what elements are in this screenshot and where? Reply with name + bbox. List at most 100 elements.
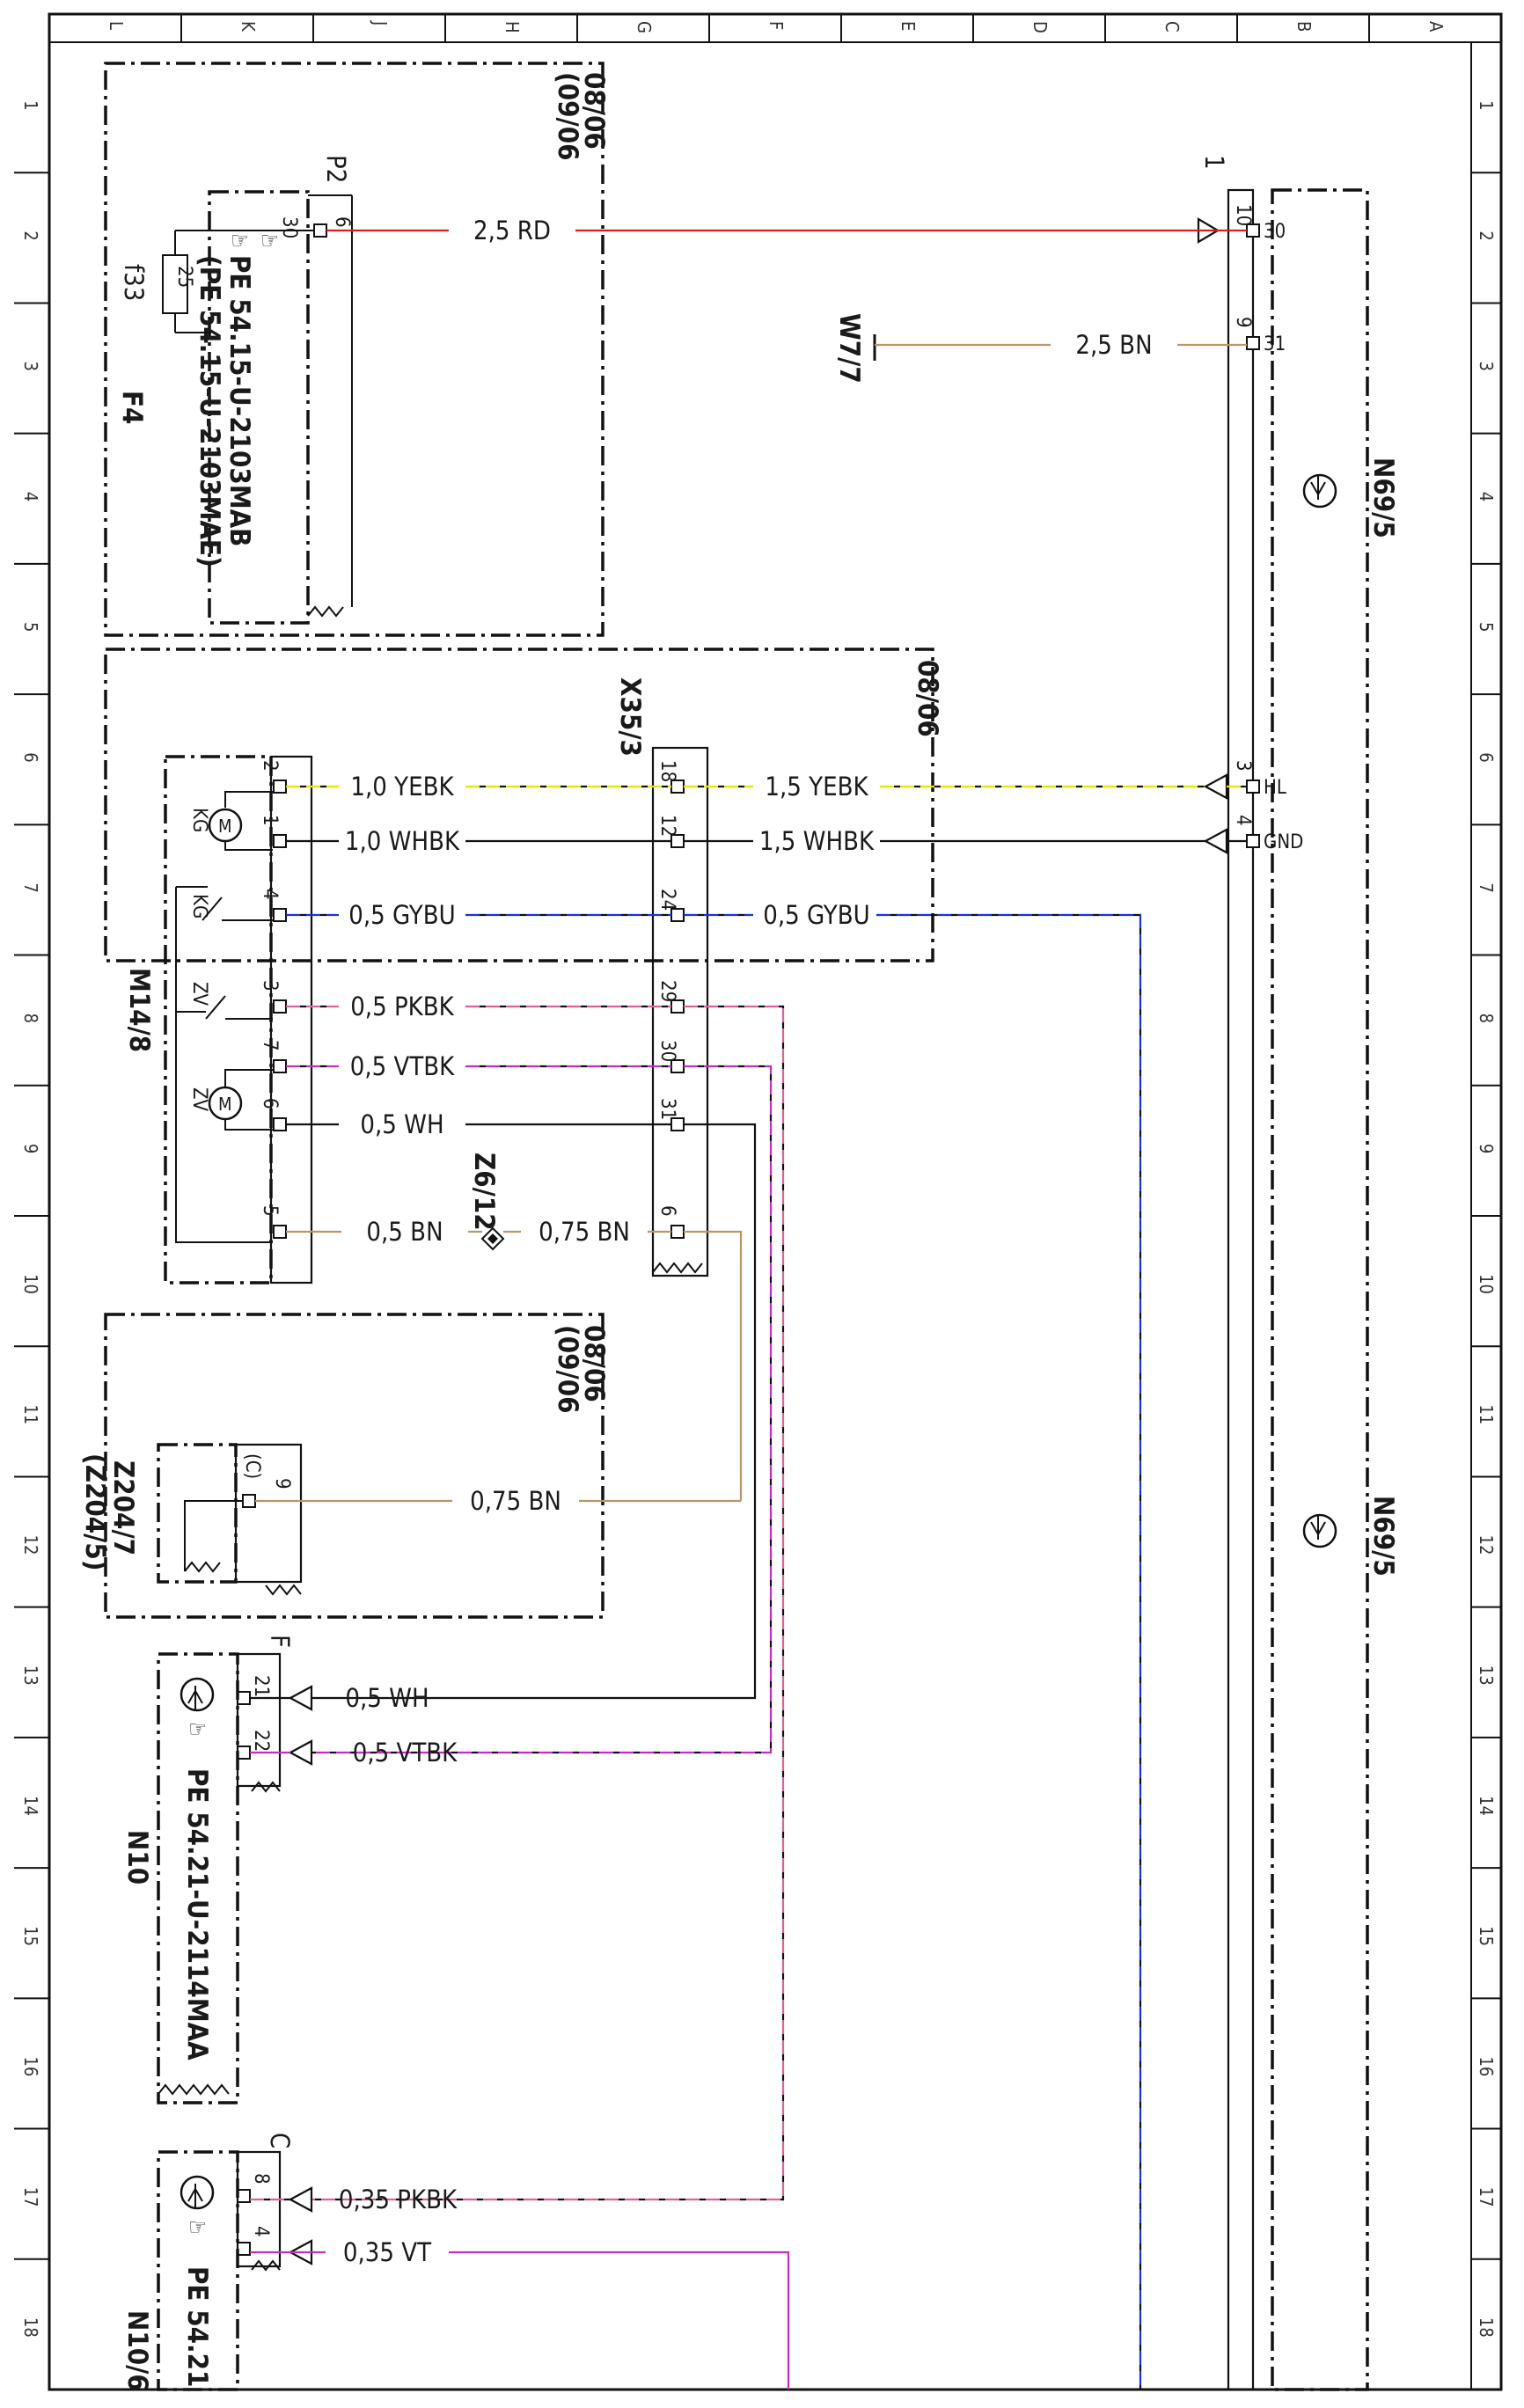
pin-number: 29	[656, 980, 678, 1002]
grid-row-label: 11	[20, 1404, 41, 1424]
grid-row-label: 9	[1476, 1144, 1497, 1153]
pin-name: HL	[1264, 777, 1286, 799]
motor-icon: M	[208, 1086, 243, 1121]
pin-number: 7	[259, 1040, 281, 1051]
grid-row-label: 1	[1476, 100, 1497, 110]
wire	[290, 1123, 757, 1700]
grid-row-label: 17	[20, 2187, 41, 2207]
wire	[290, 1065, 773, 1754]
n10-6-ref: PE 54.21	[181, 2266, 213, 2387]
f4-date-note-b: (09/06	[552, 72, 583, 161]
wire-label: 2,5 BN	[1075, 330, 1152, 360]
m14-zv-switch: ZV	[188, 982, 210, 1006]
transistor-icon	[1302, 473, 1337, 509]
pin-terminal	[1246, 779, 1260, 794]
grid-row-label: 14	[1476, 1796, 1497, 1816]
pin-terminal	[273, 1225, 287, 1239]
grid-row-label: 13	[20, 1665, 41, 1686]
pin-number: 31	[656, 1098, 678, 1120]
wire-label: 0,35 PKBK	[339, 2185, 458, 2214]
f4-group-boundary	[104, 62, 604, 637]
n10-6-pin-4: 4	[250, 2226, 272, 2237]
connector-arrow-icon	[288, 1739, 313, 1766]
f4-plug-label: P2	[321, 155, 351, 183]
grid-row-label: 7	[1476, 882, 1497, 892]
drawing-frame	[48, 12, 1503, 2391]
f4-date-note-a: 08/06	[578, 72, 610, 150]
hand-pointer-icon: ☞	[188, 1716, 207, 1743]
wire-label: 2,5 RD	[473, 216, 551, 245]
pin-number: 2	[259, 760, 281, 772]
n10-ref: PE 54.21-U-2114MAA	[181, 1768, 213, 2060]
grid-row-label: 16	[1476, 2056, 1497, 2076]
grid-row-label: 1	[20, 100, 41, 110]
connector-arrow-icon	[1203, 773, 1228, 800]
pin-number: 5	[259, 1205, 281, 1217]
n10-6-tag: N10/6	[121, 2310, 153, 2391]
splice-z6-12	[480, 1226, 505, 1251]
transistor-icon	[180, 2175, 215, 2210]
motor-icon: M	[208, 808, 243, 843]
x35-date-note: 08/06	[912, 660, 943, 737]
wire-label: 0,5 WH	[345, 1683, 429, 1713]
w7-7-tag: W7/7	[833, 313, 865, 384]
f4-ref-b: (PE 54.15-U-2103MAE)	[194, 255, 225, 567]
transistor-icon	[180, 1677, 215, 1712]
hand-pointer-icon: ☞	[231, 228, 249, 254]
wire-label: 0,5 BN	[366, 1217, 443, 1247]
hand-pointer-icon: ☞	[188, 2214, 207, 2241]
grid-row-label: 8	[20, 1014, 41, 1023]
grid-column-label: E	[898, 21, 919, 31]
pin-number: 3	[1232, 760, 1254, 772]
z204-pin: 9	[271, 1478, 293, 1489]
fuse-rating: 25	[173, 266, 195, 288]
grid-column-label: F	[766, 21, 787, 30]
z204-date-note-a: 08/06	[578, 1325, 610, 1402]
wire	[290, 1005, 785, 2201]
pin-number: 10	[1232, 204, 1254, 226]
connector-arrow-icon	[1203, 828, 1228, 854]
z204-pin-letter: (C)	[241, 1453, 263, 1479]
grid-row-label: 13	[1476, 1665, 1497, 1686]
pin-number: 12	[656, 815, 678, 837]
grid-row-label: 6	[20, 752, 41, 762]
n10-6-connector-letter: C	[265, 2133, 295, 2148]
grid-row-label: 2	[20, 231, 41, 240]
pin-terminal	[273, 834, 287, 848]
n69-5-boundary	[1271, 188, 1369, 2391]
grid-row-label: 16	[20, 2056, 41, 2076]
transistor-icon	[1302, 1513, 1337, 1548]
wire-label: 0,5 VTBK	[353, 1738, 458, 1768]
grid-row-label: 11	[1476, 1404, 1497, 1424]
pin-number: 30	[656, 1040, 678, 1062]
grid-column-label: B	[1293, 21, 1315, 32]
wire-label: 1,5 WHBK	[759, 826, 875, 856]
pin-terminal	[273, 1117, 287, 1131]
wire-label: 1,0 YEBK	[350, 772, 454, 801]
grid-row-label: 15	[20, 1926, 41, 1946]
pin-number: 3	[259, 980, 281, 992]
fuse-f33	[162, 254, 188, 314]
n10-6-boundary	[157, 2150, 239, 2391]
pin-number: 18	[656, 760, 678, 782]
connector-arrow-icon	[288, 1685, 313, 1711]
wire-label: 0,5 VTBK	[350, 1051, 455, 1081]
connector-arrow-icon	[288, 2186, 313, 2213]
wire-label: 0,75 BN	[470, 1486, 561, 1516]
grid-row-label: 3	[1476, 362, 1497, 371]
pin-terminal	[1246, 834, 1260, 848]
pin-number: 6	[656, 1205, 678, 1217]
pin-terminal	[273, 779, 287, 794]
grid-column-label: C	[1161, 21, 1183, 33]
wire-label: 0,5 GYBU	[348, 900, 455, 930]
grid-column-label: H	[502, 21, 523, 33]
wire	[449, 2251, 790, 2390]
wire-label: 1,5 YEBK	[765, 772, 868, 801]
n69-5-connector-num: 1	[1199, 155, 1229, 170]
pin-name: 31	[1264, 333, 1286, 355]
pin-number: 4	[1232, 815, 1254, 826]
